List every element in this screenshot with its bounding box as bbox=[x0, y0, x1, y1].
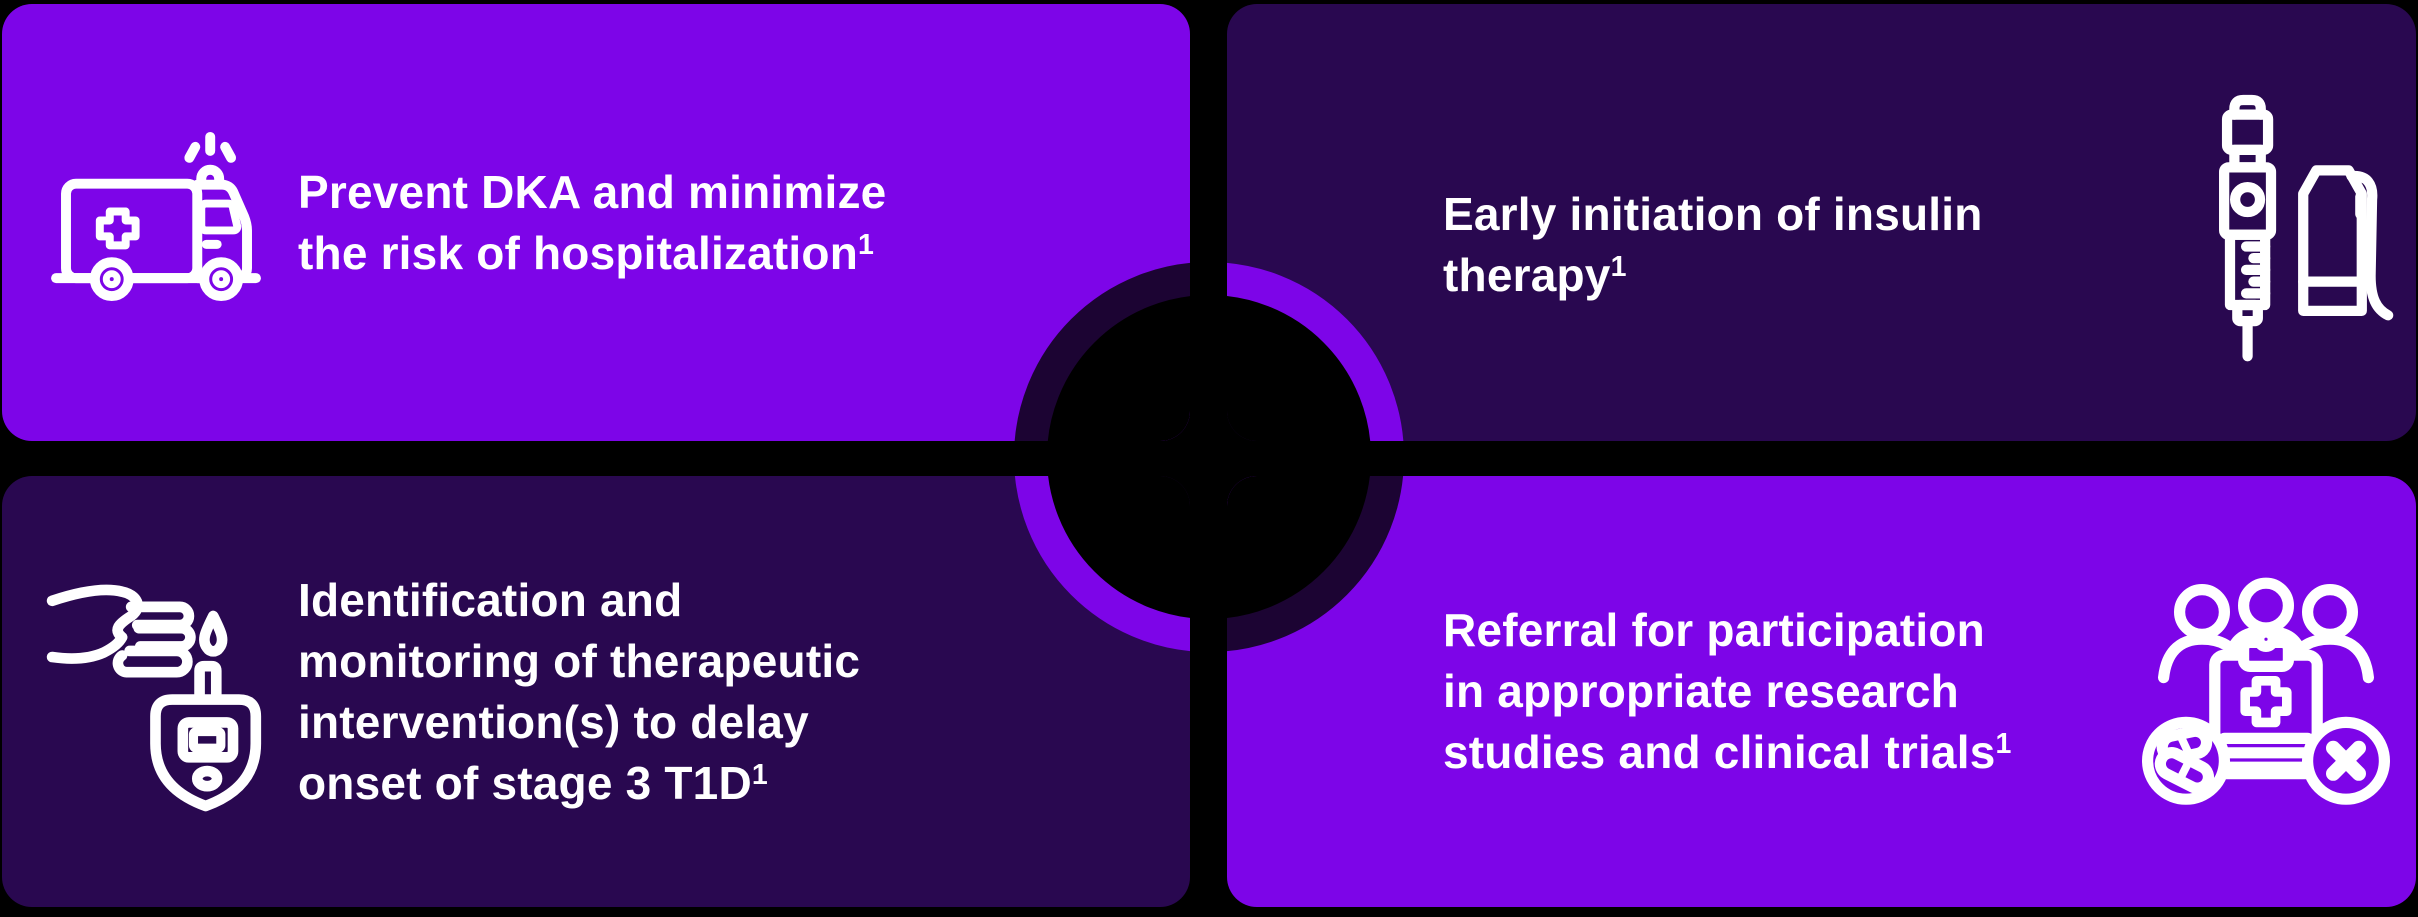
card-content: Identification and monitoring of therape… bbox=[2, 476, 1190, 907]
card-prevent-dka: Prevent DKA and minimize the risk of hos… bbox=[2, 4, 1190, 441]
card-identify-monitor: Identification and monitoring of therape… bbox=[2, 476, 1190, 907]
card-text: Identification and monitoring of therape… bbox=[298, 573, 861, 809]
card-content: Prevent DKA and minimize the risk of hos… bbox=[2, 4, 1190, 441]
ambulance-icon bbox=[42, 123, 272, 307]
reference-superscript: 1 bbox=[858, 228, 875, 261]
research-participants-icon bbox=[2138, 572, 2394, 812]
card-content: Referral for participation in appropriat… bbox=[1227, 476, 2416, 907]
card-early-insulin: Early initiation of insulin therapy1 bbox=[1227, 4, 2416, 441]
reference-superscript: 1 bbox=[1610, 250, 1627, 283]
glucose-meter-icon bbox=[42, 570, 272, 814]
card-referral-research: Referral for participation in appropriat… bbox=[1227, 476, 2416, 907]
reference-superscript: 1 bbox=[751, 758, 768, 791]
card-content: Early initiation of insulin therapy1 bbox=[1227, 4, 2416, 441]
card-text: Referral for participation in appropriat… bbox=[1443, 604, 2012, 778]
card-text: Early initiation of insulin therapy1 bbox=[1443, 187, 1983, 301]
reference-superscript: 1 bbox=[1995, 728, 2012, 761]
card-text: Prevent DKA and minimize the risk of hos… bbox=[298, 165, 887, 279]
insulin-pen-icon bbox=[2189, 91, 2394, 399]
